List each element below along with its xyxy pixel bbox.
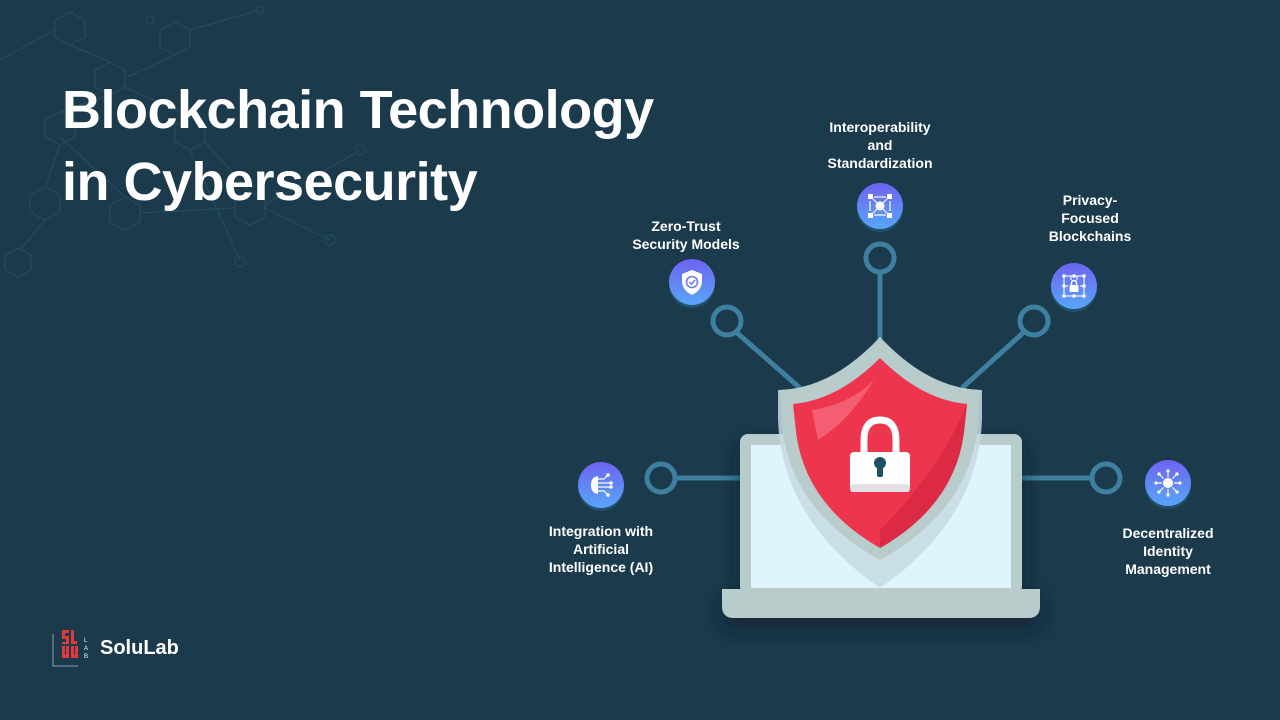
brand-name: SoluLab [100, 636, 179, 659]
hex-network-background [0, 5, 366, 278]
shield-check-icon [682, 270, 702, 295]
solulab-mark-icon: L A B [52, 630, 88, 667]
node-label-ai: Integration with Artificial Intelligence… [548, 523, 654, 575]
page-title: Blockchain Technology in Cybersecurity [62, 74, 654, 218]
node-privacy [1051, 263, 1097, 309]
lock-grid-icon [1062, 274, 1086, 298]
network-cubes-icon [868, 194, 892, 218]
connector-lines [644, 241, 1123, 495]
svg-text:B: B [84, 654, 88, 660]
node-identity [1145, 460, 1191, 506]
title-line-1: Blockchain Technology [62, 80, 654, 140]
node-ai [578, 462, 624, 508]
node-label-identity: Decentralized Identity Management [1122, 525, 1214, 577]
brand-logo[interactable]: L A B SoluLab [52, 628, 179, 668]
node-label-zero-trust: Zero-Trust Security Models [632, 218, 740, 252]
padlock-icon [850, 416, 910, 492]
node-label-interoperability: Interoperability and Standardization [827, 119, 933, 171]
identity-network-icon [1154, 469, 1182, 497]
svg-text:A: A [84, 646, 88, 652]
title-line-2: in Cybersecurity [62, 152, 478, 212]
node-label-privacy: Privacy- Focused Blockchains [1048, 192, 1132, 244]
node-zero-trust [669, 259, 715, 305]
ai-circuit-icon [591, 473, 613, 497]
svg-text:L: L [84, 638, 88, 644]
node-interoperability [857, 183, 903, 229]
